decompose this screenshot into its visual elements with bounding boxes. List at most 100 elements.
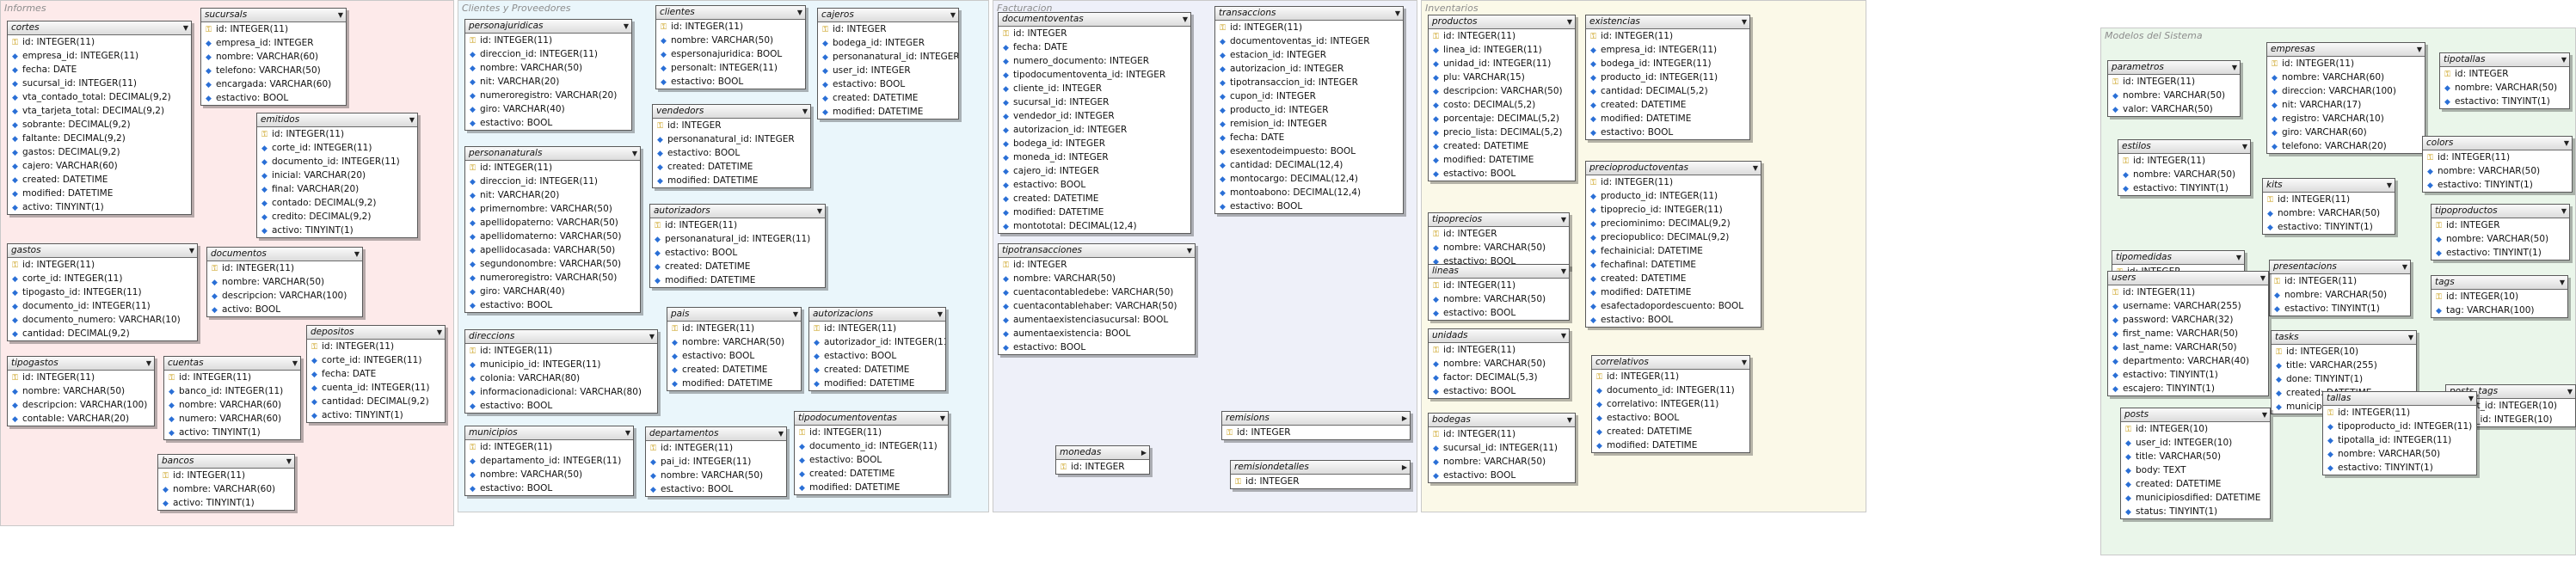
collapse-arrow-icon[interactable]: ▼ — [1182, 15, 1188, 23]
table-municipios[interactable]: municipios▼⚿id: INTEGER(11)◆departamento… — [464, 426, 634, 496]
table-tallas[interactable]: tallas▼⚿id: INTEGER(11)◆tipoproducto_id:… — [2322, 391, 2477, 475]
collapse-arrow-icon[interactable]: ▼ — [778, 430, 784, 438]
table-monedas[interactable]: monedas▶⚿id: INTEGER — [1055, 445, 1150, 475]
table-header[interactable]: tipoproductos▼ — [2432, 205, 2569, 218]
table-header[interactable]: presentacions▼ — [2270, 261, 2410, 274]
table-gastos[interactable]: gastos▼⚿id: INTEGER(11)◆corte_id: INTEGE… — [7, 243, 198, 341]
table-header[interactable]: tags▼ — [2432, 276, 2567, 290]
table-header[interactable]: parametros▼ — [2108, 61, 2240, 75]
table-header[interactable]: tipogastos▼ — [8, 357, 154, 371]
table-users[interactable]: users▼⚿id: INTEGER(11)◆username: VARCHAR… — [2107, 271, 2269, 396]
table-personajuridicas[interactable]: personajuridicas▼⚿id: INTEGER(11)◆direcc… — [464, 19, 632, 131]
collapse-arrow-icon[interactable]: ▼ — [802, 107, 808, 115]
table-header[interactable]: cortes▼ — [8, 21, 191, 35]
collapse-arrow-icon[interactable]: ▼ — [1394, 9, 1400, 17]
table-tipogastos[interactable]: tipogastos▼⚿id: INTEGER(11)◆nombre: VARC… — [7, 356, 155, 426]
table-sucursals[interactable]: sucursals▼⚿id: INTEGER(11)◆empresa_id: I… — [200, 8, 347, 106]
collapse-arrow-icon[interactable]: ▶ — [1140, 449, 1147, 457]
table-header[interactable]: cuentas▼ — [164, 357, 300, 371]
collapse-arrow-icon[interactable]: ▼ — [188, 247, 194, 254]
table-header[interactable]: estilos▼ — [2118, 140, 2250, 154]
table-header[interactable]: monedas▶ — [1056, 446, 1149, 460]
table-transaccions[interactable]: transaccions▼⚿id: INTEGER(11)◆documentov… — [1214, 6, 1404, 214]
collapse-arrow-icon[interactable]: ▼ — [337, 11, 343, 19]
collapse-arrow-icon[interactable]: ▼ — [2416, 46, 2422, 53]
table-remisiondetalles[interactable]: remisiondetalles▶⚿id: INTEGER — [1230, 460, 1411, 489]
collapse-arrow-icon[interactable]: ▼ — [2235, 254, 2241, 261]
table-header[interactable]: tipotransacciones▼ — [999, 244, 1195, 258]
table-header[interactable]: personanaturals▼ — [465, 147, 640, 161]
table-header[interactable]: bancos▼ — [158, 455, 294, 469]
collapse-arrow-icon[interactable]: ▶ — [1401, 463, 1407, 471]
collapse-arrow-icon[interactable]: ▼ — [2561, 56, 2567, 64]
table-lineas[interactable]: lineas▼⚿id: INTEGER(11)◆nombre: VARCHAR(… — [1428, 264, 1570, 321]
table-tipotransacciones[interactable]: tipotransacciones▼⚿id: INTEGER◆nombre: V… — [998, 243, 1196, 355]
table-header[interactable]: tipomedidas▼ — [2112, 251, 2244, 265]
table-header[interactable]: direccions▼ — [465, 330, 657, 344]
collapse-arrow-icon[interactable]: ▼ — [816, 207, 822, 215]
table-header[interactable]: departamentos▼ — [646, 427, 786, 441]
table-header[interactable]: empresas▼ — [2267, 43, 2425, 57]
table-header[interactable]: tipodocumentoventas▼ — [795, 412, 948, 426]
table-autorizacions[interactable]: autorizacions▼⚿id: INTEGER(11)◆autorizad… — [808, 307, 946, 391]
collapse-arrow-icon[interactable]: ▼ — [2241, 143, 2247, 150]
table-header[interactable]: autorizacions▼ — [809, 308, 945, 322]
table-header[interactable]: kits▼ — [2263, 179, 2395, 193]
table-header[interactable]: unidads▼ — [1429, 329, 1569, 343]
table-colors[interactable]: colors▼⚿id: INTEGER(11)◆nombre: VARCHAR(… — [2422, 136, 2573, 193]
collapse-arrow-icon[interactable]: ▼ — [2401, 263, 2407, 271]
collapse-arrow-icon[interactable]: ▼ — [939, 414, 945, 422]
collapse-arrow-icon[interactable]: ▼ — [649, 333, 655, 340]
table-kits[interactable]: kits▼⚿id: INTEGER(11)◆nombre: VARCHAR(50… — [2262, 178, 2395, 235]
table-autorizadors[interactable]: autorizadors▼⚿id: INTEGER(11)◆personanat… — [649, 204, 826, 288]
table-header[interactable]: vendedors▼ — [653, 105, 810, 119]
table-precioproductoventas[interactable]: precioproductoventas▼⚿id: INTEGER(11)◆pr… — [1585, 161, 1761, 328]
table-vendedors[interactable]: vendedors▼⚿id: INTEGER◆personanatural_id… — [652, 104, 811, 188]
table-header[interactable]: documentos▼ — [207, 248, 362, 261]
table-bodegas[interactable]: bodegas▼⚿id: INTEGER(11)◆sucursal_id: IN… — [1428, 413, 1576, 483]
collapse-arrow-icon[interactable]: ▼ — [2567, 388, 2573, 395]
table-header[interactable]: tallas▼ — [2323, 392, 2476, 406]
collapse-arrow-icon[interactable]: ▼ — [1186, 247, 1192, 254]
table-productos[interactable]: productos▼⚿id: INTEGER(11)◆linea_id: INT… — [1428, 15, 1576, 181]
table-header[interactable]: autorizadors▼ — [650, 205, 825, 218]
table-header[interactable]: tasks▼ — [2272, 331, 2416, 345]
collapse-arrow-icon[interactable]: ▼ — [792, 310, 798, 318]
table-parametros[interactable]: parametros▼⚿id: INTEGER(11)◆nombre: VARC… — [2107, 60, 2241, 117]
table-header[interactable]: gastos▼ — [8, 244, 197, 258]
collapse-arrow-icon[interactable]: ▼ — [1560, 216, 1566, 224]
table-header[interactable]: personajuridicas▼ — [465, 20, 631, 34]
collapse-arrow-icon[interactable]: ▼ — [2561, 207, 2567, 215]
table-estilos[interactable]: estilos▼⚿id: INTEGER(11)◆nombre: VARCHAR… — [2118, 139, 2251, 196]
table-header[interactable]: existencias▼ — [1586, 15, 1749, 29]
table-posts[interactable]: posts▼⚿id: INTEGER(10)◆user_id: INTEGER(… — [2120, 408, 2271, 519]
collapse-arrow-icon[interactable]: ▼ — [2559, 279, 2565, 286]
collapse-arrow-icon[interactable]: ▼ — [2231, 64, 2237, 71]
collapse-arrow-icon[interactable]: ▼ — [354, 250, 360, 258]
collapse-arrow-icon[interactable]: ▼ — [2468, 395, 2474, 402]
table-header[interactable]: emitidos▼ — [257, 113, 417, 127]
collapse-arrow-icon[interactable]: ▼ — [1560, 267, 1566, 275]
table-tipotallas[interactable]: tipotallas▼⚿id: INTEGER◆nombre: VARCHAR(… — [2439, 52, 2570, 109]
table-unidads[interactable]: unidads▼⚿id: INTEGER(11)◆nombre: VARCHAR… — [1428, 328, 1570, 399]
table-depositos[interactable]: depositos▼⚿id: INTEGER(11)◆corte_id: INT… — [306, 325, 446, 423]
table-remisions[interactable]: remisions▶⚿id: INTEGER — [1221, 411, 1411, 440]
collapse-arrow-icon[interactable]: ▼ — [436, 328, 442, 336]
table-header[interactable]: bodegas▼ — [1429, 414, 1575, 427]
collapse-arrow-icon[interactable]: ▼ — [2259, 274, 2266, 282]
collapse-arrow-icon[interactable]: ▼ — [2261, 411, 2267, 419]
collapse-arrow-icon[interactable]: ▼ — [1560, 332, 1566, 340]
collapse-arrow-icon[interactable]: ▼ — [292, 359, 298, 367]
collapse-arrow-icon[interactable]: ▼ — [937, 310, 943, 318]
collapse-arrow-icon[interactable]: ▼ — [2386, 181, 2392, 189]
collapse-arrow-icon[interactable]: ▼ — [950, 11, 956, 19]
table-header[interactable]: municipios▼ — [465, 426, 633, 440]
table-header[interactable]: correlativos▼ — [1592, 356, 1749, 370]
table-header[interactable]: tipotallas▼ — [2440, 53, 2569, 67]
table-header[interactable]: depositos▼ — [307, 326, 445, 340]
collapse-arrow-icon[interactable]: ▼ — [1741, 18, 1747, 26]
collapse-arrow-icon[interactable]: ▼ — [286, 457, 292, 465]
table-header[interactable]: posts▼ — [2121, 408, 2270, 422]
table-header[interactable]: precioproductoventas▼ — [1586, 162, 1761, 175]
table-tipoprecios[interactable]: tipoprecios▼⚿id: INTEGER◆nombre: VARCHAR… — [1428, 212, 1570, 269]
